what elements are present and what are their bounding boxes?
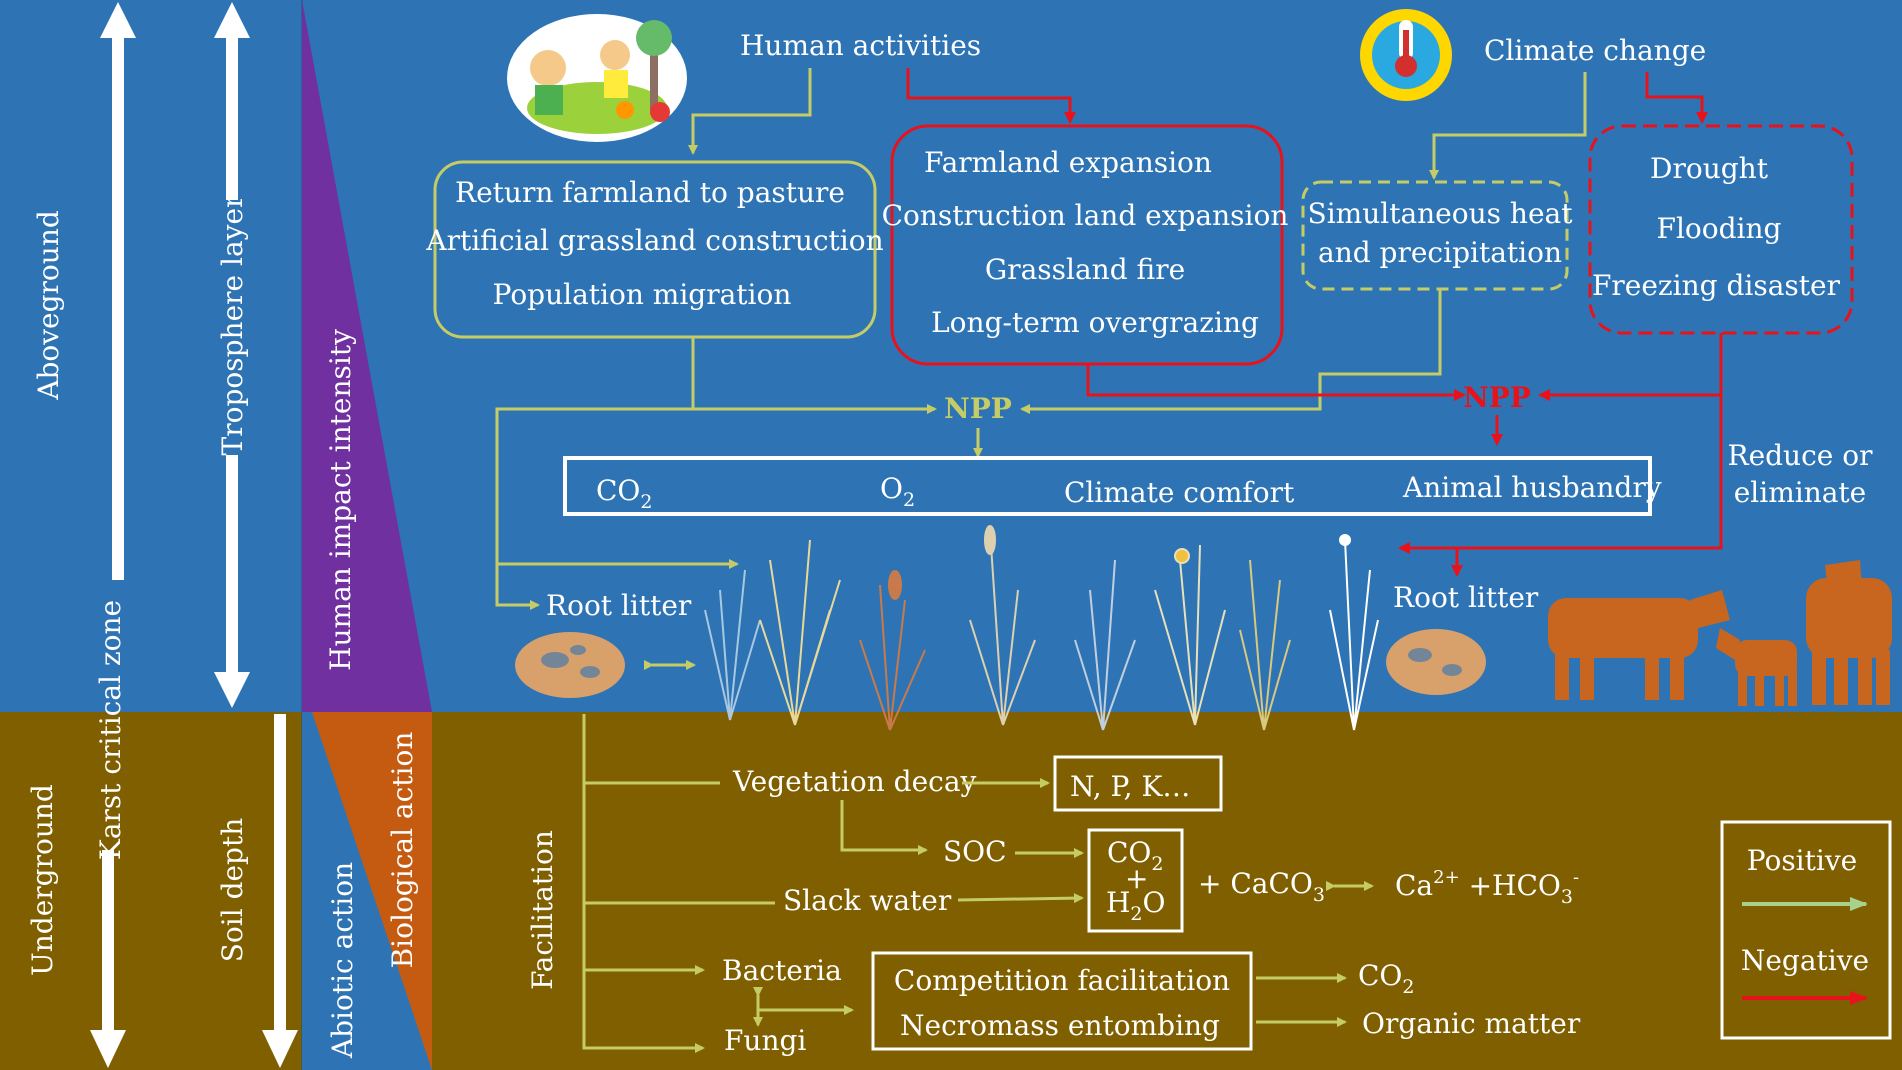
service-co2: CO2: [596, 474, 652, 513]
caco3-label: + CaCO3: [1198, 867, 1325, 906]
negative-human-to-npp-arrow: [1086, 364, 1466, 401]
cow-icon: [1548, 590, 1730, 700]
reduce-label: Reduce or: [1727, 439, 1873, 472]
slack-water-label: Slack water: [783, 884, 952, 917]
service-climate-comfort: Climate comfort: [1064, 476, 1295, 509]
npk-box: [1053, 755, 1223, 812]
legend-negative-label: Negative: [1741, 944, 1869, 977]
root-litter-blob: [515, 632, 625, 698]
negative-climate-item: Flooding: [1657, 212, 1782, 245]
grass-plants: [704, 525, 1379, 731]
negative-climate-item: Drought: [1650, 152, 1769, 185]
facilitation-trunk: [582, 714, 705, 1053]
ecosystem-services-box: [563, 456, 1652, 516]
soil-depth-label: Soil depth: [216, 818, 249, 963]
climate-to-negative-arrow: [1645, 72, 1708, 124]
troposphere-label: Troposphere layer: [216, 194, 249, 455]
positive-human-box: [433, 160, 877, 339]
negative-human-item: Grassland fire: [985, 253, 1185, 286]
negative-human-item: Construction land expansion: [882, 199, 1289, 232]
biological-label: Biological action: [386, 732, 419, 969]
facilitation-label: Facilitation: [526, 830, 559, 990]
positive-climate-line: Simultaneous heat: [1308, 197, 1574, 230]
root-litter-label: Root litter: [1393, 581, 1539, 614]
slack-to-h2o-arrow: [957, 893, 1084, 904]
to-root-litter-arrow: [495, 564, 540, 610]
service-o2: O2: [880, 472, 915, 511]
fungi-label: Fungi: [724, 1024, 806, 1057]
organic-matter-label: Organic matter: [1362, 1007, 1581, 1040]
positive-climate-line: and precipitation: [1318, 236, 1562, 269]
co2-h2o-box: [1087, 828, 1184, 933]
human-activities-icon: [507, 14, 687, 142]
out-co2-label: CO2: [1358, 959, 1414, 998]
positive-climate-to-npp-arrow: [1020, 289, 1442, 414]
positive-climate-box: [1301, 180, 1569, 291]
competition-label: Competition facilitation: [894, 964, 1230, 997]
human-to-negative-arrow: [906, 68, 1076, 124]
thermometer-sun-icon: [1360, 9, 1452, 101]
negative-climate-item: Freezing disaster: [1592, 269, 1841, 302]
legend-positive-label: Positive: [1747, 844, 1857, 877]
npk-label: N, P, K…: [1070, 770, 1190, 803]
cow-icon: [1806, 560, 1892, 705]
negative-human-item: Farmland expansion: [924, 146, 1212, 179]
underground-left-region: [0, 712, 302, 1070]
biological-triangle: [312, 712, 432, 1070]
human-to-positive-arrow: [688, 68, 812, 155]
ca-hco3-label: Ca2+ +HCO3-: [1395, 867, 1579, 908]
human-impact-triangle: [302, 0, 432, 712]
box-h2o: H2O: [1106, 886, 1165, 925]
human-activities-label: Human activities: [740, 29, 981, 62]
karst-label: Karst critical zone: [94, 600, 127, 860]
climate-change-label: Climate change: [1484, 34, 1706, 67]
npp-positive-label: NPP: [944, 392, 1012, 425]
legend-box: [1720, 820, 1892, 1040]
positive-human-item: Artificial grassland construction: [425, 224, 883, 257]
positive-human-item: Population migration: [493, 278, 792, 311]
root-litter-blob: [1386, 629, 1486, 695]
soc-label: SOC: [943, 835, 1007, 868]
aboveground-label: Aboveground: [32, 210, 65, 401]
climate-to-positive-arrow: [1429, 72, 1587, 180]
cow-icons: [1548, 560, 1892, 706]
reduce-arrow: [1398, 395, 1723, 554]
cow-icon: [1716, 628, 1797, 706]
necromass-label: Necromass entombing: [900, 1009, 1220, 1042]
human-intensity-label: Human impact intensity: [324, 329, 357, 671]
service-animal-husbandry: Animal husbandry: [1402, 471, 1662, 504]
microbe-process-box: [871, 951, 1253, 1051]
abiotic-label: Abiotic action: [326, 862, 359, 1059]
root-litter-label: Root litter: [546, 589, 692, 622]
bacteria-label: Bacteria: [722, 954, 842, 987]
npp-negative-label: NPP: [1463, 381, 1531, 414]
decay-to-soc-arrow: [840, 800, 928, 855]
box-co2: CO2: [1107, 836, 1163, 875]
negative-climate-box: [1588, 124, 1854, 335]
underground-label: Underground: [26, 784, 59, 976]
vegetation-decay-label: Vegetation decay: [732, 765, 977, 798]
to-vegetation-arrow: [495, 407, 739, 569]
box-plus: +: [1125, 862, 1148, 895]
positive-human-item: Return farmland to pasture: [455, 176, 845, 209]
negative-human-item: Long-term overgrazing: [931, 306, 1259, 339]
reduce-label: eliminate: [1734, 476, 1867, 509]
